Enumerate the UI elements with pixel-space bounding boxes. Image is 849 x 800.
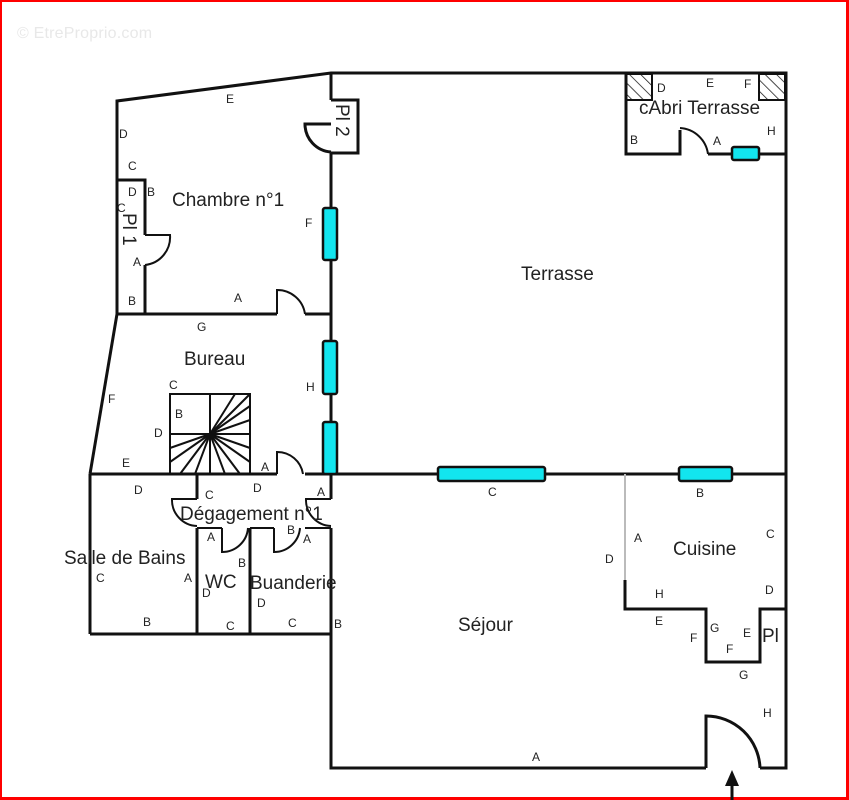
svg-text:B: B (696, 486, 704, 500)
room-terrasse: Terrasse (521, 264, 594, 285)
svg-text:H: H (655, 587, 664, 601)
walls (88, 71, 788, 800)
svg-text:A: A (133, 255, 141, 269)
svg-text:G: G (197, 320, 206, 334)
svg-text:C: C (205, 488, 214, 502)
svg-text:A: A (207, 530, 215, 544)
pillar-right (758, 73, 786, 101)
svg-text:H: H (306, 380, 315, 394)
staircase (169, 393, 251, 475)
svg-text:B: B (630, 133, 638, 147)
svg-text:D: D (765, 583, 774, 597)
svg-text:D: D (605, 552, 614, 566)
svg-text:E: E (122, 456, 130, 470)
svg-text:B: B (287, 523, 295, 537)
room-pl: Pl (762, 626, 779, 647)
room-bureau: Bureau (184, 349, 245, 370)
svg-text:E: E (706, 76, 714, 90)
svg-text:B: B (175, 407, 183, 421)
svg-text:A: A (184, 571, 192, 585)
room-degagement: Dégagement n°1 (180, 504, 323, 525)
entrance-arrow (725, 770, 739, 800)
svg-text:F: F (744, 77, 751, 91)
svg-text:C: C (766, 527, 775, 541)
pillar-left (625, 73, 653, 101)
room-abri: cAbri Terrasse (639, 98, 760, 119)
svg-text:A: A (634, 531, 642, 545)
windows (321, 145, 761, 483)
watermark: © EtreProprio.com (17, 25, 153, 42)
svg-text:A: A (532, 750, 540, 764)
room-cuisine: Cuisine (673, 539, 736, 560)
svg-text:C: C (117, 201, 126, 215)
svg-text:C: C (226, 619, 235, 633)
svg-text:A: A (713, 134, 721, 148)
svg-text:G: G (739, 668, 748, 682)
svg-text:C: C (96, 571, 105, 585)
svg-text:F: F (108, 392, 115, 406)
svg-text:D: D (119, 127, 128, 141)
svg-text:F: F (690, 631, 697, 645)
svg-text:B: B (143, 615, 151, 629)
svg-text:A: A (234, 291, 242, 305)
svg-text:D: D (128, 185, 137, 199)
svg-text:B: B (334, 617, 342, 631)
svg-text:D: D (657, 81, 666, 95)
svg-text:D: D (154, 426, 163, 440)
svg-text:C: C (169, 378, 178, 392)
svg-text:E: E (655, 614, 663, 628)
svg-text:C: C (128, 159, 137, 173)
svg-text:C: C (288, 616, 297, 630)
room-wc: WC (205, 572, 237, 593)
room-buanderie: Buanderie (250, 573, 337, 594)
room-pl1: Pl 1 (118, 213, 139, 246)
svg-text:H: H (763, 706, 772, 720)
svg-text:F: F (726, 642, 733, 656)
wall-labels: E D C D B C A B A F G F C B D E H A D E … (96, 76, 776, 764)
room-pl2: Pl 2 (331, 104, 352, 137)
svg-text:D: D (134, 483, 143, 497)
svg-text:D: D (202, 586, 211, 600)
svg-text:A: A (317, 485, 325, 499)
svg-text:B: B (128, 294, 136, 308)
room-sejour: Séjour (458, 615, 514, 636)
svg-text:E: E (743, 626, 751, 640)
svg-text:H: H (767, 124, 776, 138)
svg-text:C: C (488, 485, 497, 499)
svg-text:D: D (257, 596, 266, 610)
svg-text:E: E (226, 92, 234, 106)
svg-text:A: A (303, 532, 311, 546)
room-chambre: Chambre n°1 (172, 190, 284, 211)
svg-text:D: D (253, 481, 262, 495)
svg-text:B: B (238, 556, 246, 570)
svg-text:G: G (710, 621, 719, 635)
svg-text:B: B (147, 185, 155, 199)
room-salle-de-bains: Salle de Bains (64, 548, 185, 569)
svg-text:F: F (305, 216, 312, 230)
svg-text:A: A (261, 460, 269, 474)
